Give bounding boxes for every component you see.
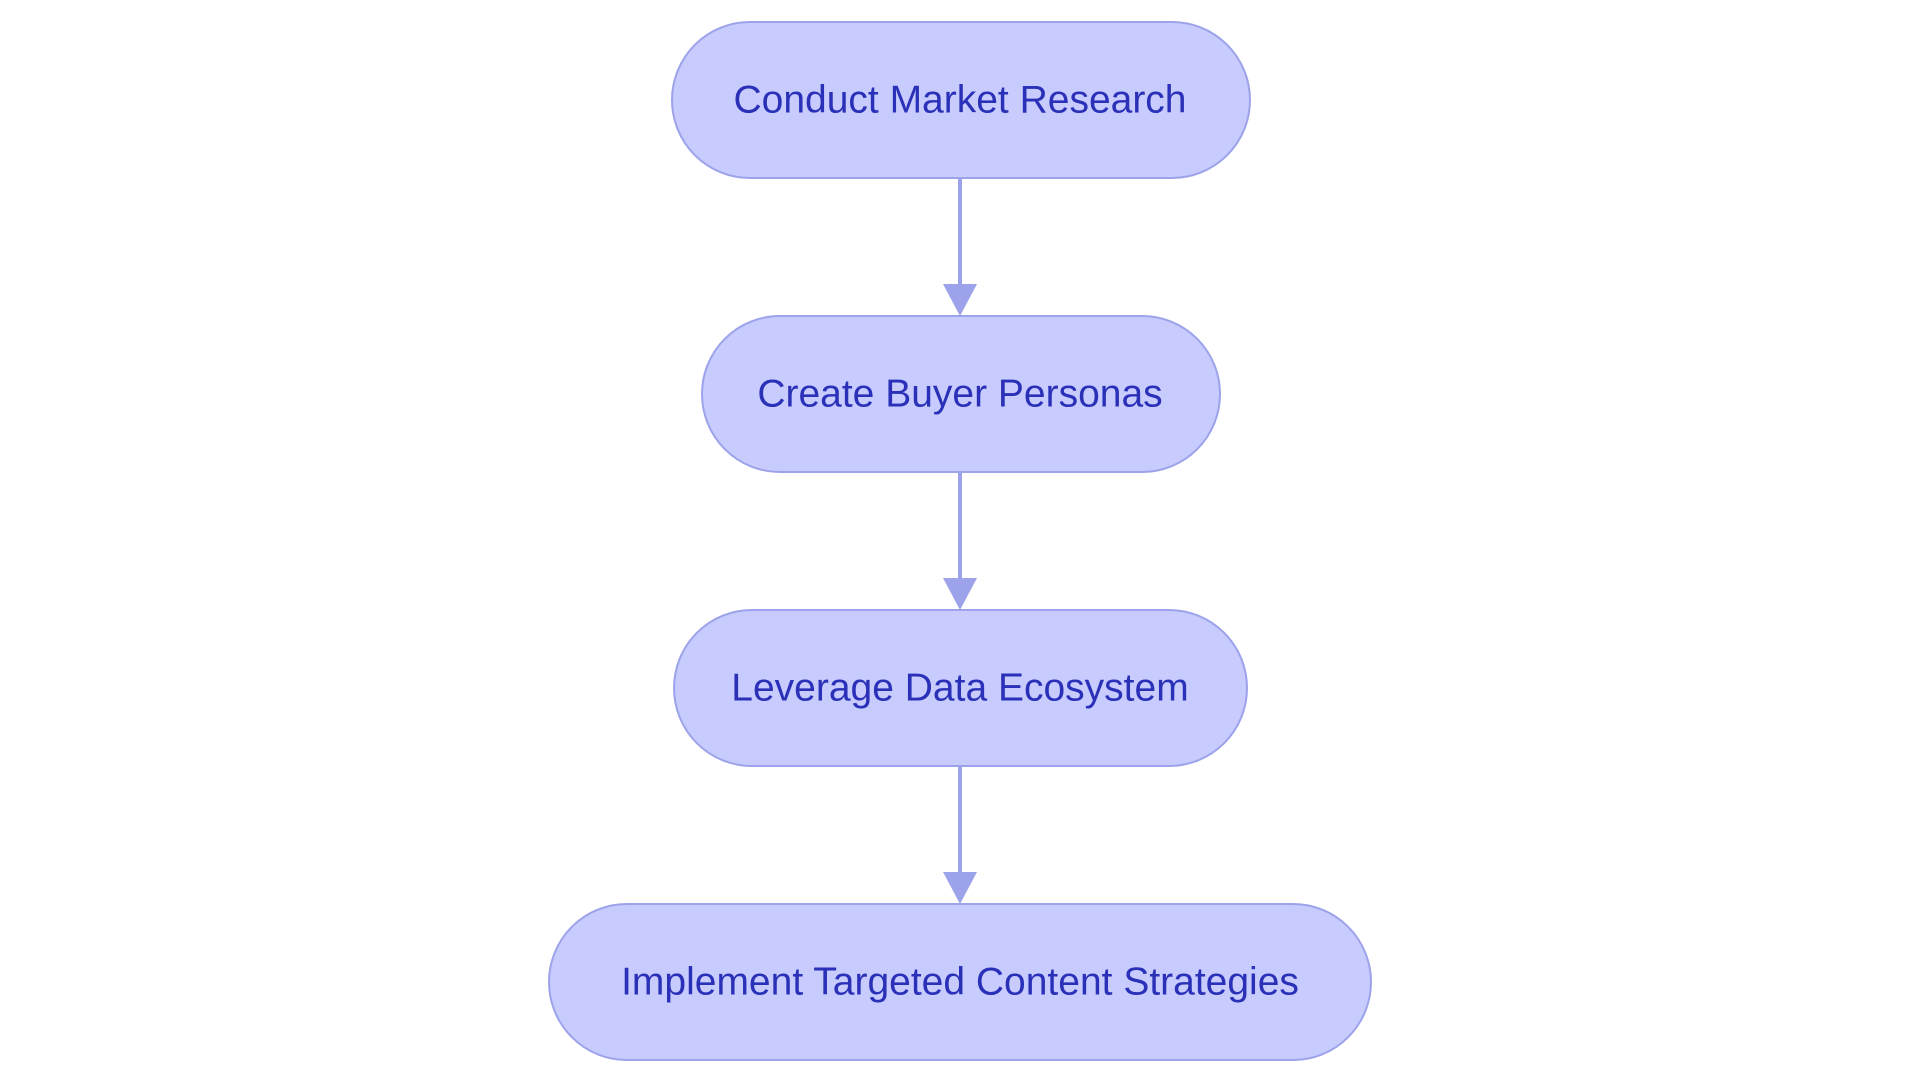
node-conduct-market-research[interactable]: Conduct Market Research	[671, 21, 1251, 179]
node-label: Conduct Market Research	[733, 79, 1186, 122]
edge-n3-n4	[943, 767, 977, 904]
node-shape	[671, 21, 1251, 179]
node-label: Create Buyer Personas	[757, 373, 1162, 416]
arrow-head-icon	[943, 284, 977, 316]
node-label: Implement Targeted Content Strategies	[621, 961, 1299, 1004]
node-shape	[548, 903, 1372, 1061]
node-leverage-data-ecosystem[interactable]: Leverage Data Ecosystem	[673, 609, 1248, 767]
node-create-buyer-personas[interactable]: Create Buyer Personas	[701, 315, 1221, 473]
node-label: Leverage Data Ecosystem	[731, 667, 1188, 710]
node-shape	[701, 315, 1221, 473]
arrow-head-icon	[943, 872, 977, 904]
node-implement-targeted-content-strategies[interactable]: Implement Targeted Content Strategies	[548, 903, 1372, 1061]
nodes: Conduct Market Research Create Buyer Per…	[548, 21, 1372, 1061]
arrow-head-icon	[943, 578, 977, 610]
node-shape	[673, 609, 1248, 767]
edge-n1-n2	[943, 179, 977, 316]
edges	[943, 179, 977, 904]
edge-n2-n3	[943, 473, 977, 610]
